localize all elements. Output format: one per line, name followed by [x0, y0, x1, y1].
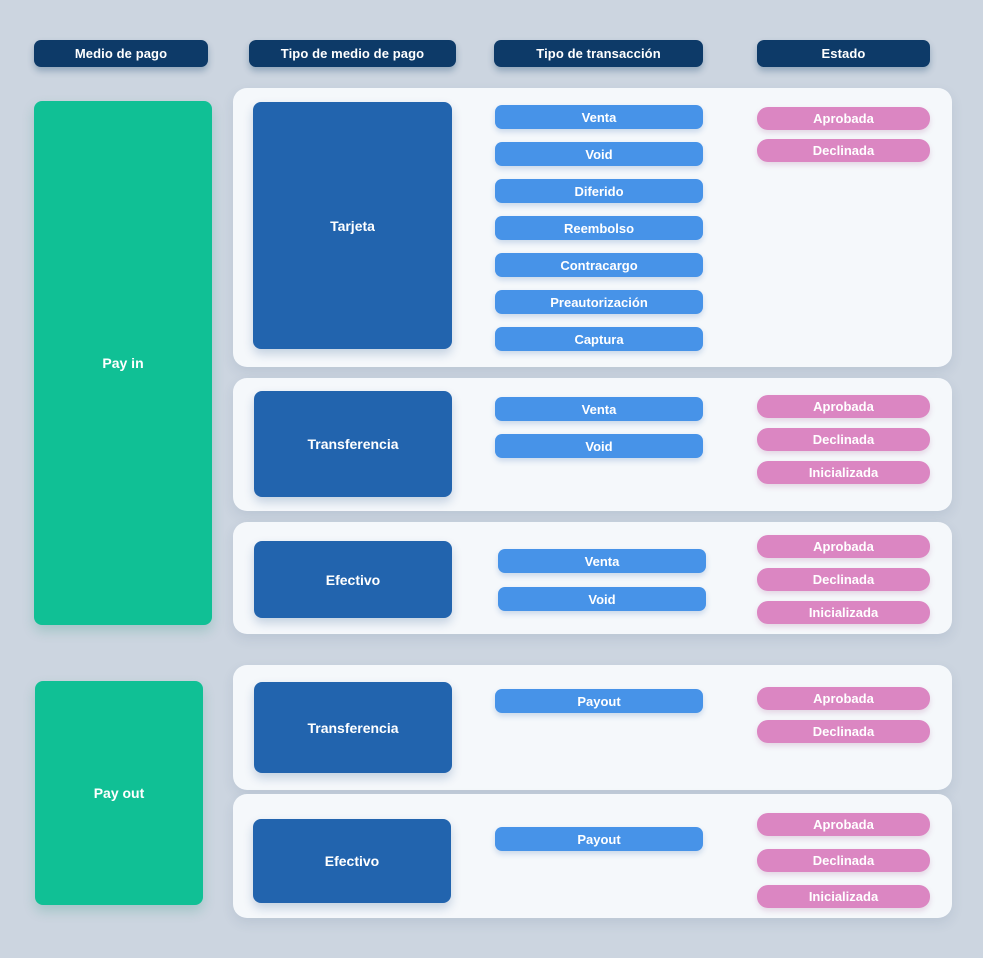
method-label: Efectivo	[324, 853, 380, 869]
transaction-pill-payout: Payout	[495, 689, 703, 713]
column-header-estado: Estado	[757, 40, 930, 67]
payout-card-efectivo: Efectivo Payout Aprobada Declinada Inici…	[233, 794, 952, 918]
payin-card-transferencia: Transferencia Venta Void Aprobada Declin…	[233, 378, 952, 511]
method-block-efectivo: Efectivo	[253, 819, 451, 903]
state-pill-inicializada: Inicializada	[757, 601, 930, 624]
method-block-transferencia: Transferencia	[254, 391, 452, 497]
state-pill-declinada: Declinada	[757, 139, 930, 162]
state-pill-aprobada: Aprobada	[757, 535, 930, 558]
transaction-pill-void: Void	[495, 142, 703, 166]
transaction-pill-payout: Payout	[495, 827, 703, 851]
method-label: Transferencia	[307, 436, 399, 452]
payin-card-tarjeta: Tarjeta Venta Void Diferido Reembolso Co…	[233, 88, 952, 367]
transaction-pill-stack: Venta Void	[495, 397, 703, 458]
column-header-tipo-de-medio-de-pago: Tipo de medio de pago	[249, 40, 456, 67]
transaction-pill-reembolso: Reembolso	[495, 216, 703, 240]
method-label: Tarjeta	[330, 217, 375, 234]
transaction-pill-void: Void	[495, 434, 703, 458]
transaction-pill-captura: Captura	[495, 327, 703, 351]
flow-block-pay-in: Pay in	[34, 101, 212, 625]
transaction-pill-venta: Venta	[498, 549, 706, 573]
transaction-pill-void: Void	[498, 587, 706, 611]
state-pill-declinada: Declinada	[757, 568, 930, 591]
transaction-pill-stack: Venta Void	[498, 549, 706, 611]
state-pill-declinada: Declinada	[757, 720, 930, 743]
transaction-pill-stack: Payout	[495, 689, 703, 713]
state-pill-stack: Aprobada Declinada	[757, 687, 930, 743]
transaction-pill-diferido: Diferido	[495, 179, 703, 203]
transaction-pill-venta: Venta	[495, 397, 703, 421]
state-pill-stack: Aprobada Declinada Inicializada	[757, 813, 930, 908]
state-pill-aprobada: Aprobada	[757, 395, 930, 418]
method-label: Efectivo	[325, 571, 381, 588]
payout-card-transferencia: Transferencia Payout Aprobada Declinada	[233, 665, 952, 790]
state-pill-inicializada: Inicializada	[757, 885, 930, 908]
flow-label-pay-in: Pay in	[102, 355, 144, 371]
state-pill-declinada: Declinada	[757, 428, 930, 451]
transaction-pill-venta: Venta	[495, 105, 703, 129]
transaction-pill-contracargo: Contracargo	[495, 253, 703, 277]
state-pill-inicializada: Inicializada	[757, 461, 930, 484]
state-pill-stack: Aprobada Declinada	[757, 107, 930, 162]
transaction-pill-stack: Venta Void Diferido Reembolso Contracarg…	[495, 105, 703, 351]
method-block-tarjeta: Tarjeta	[253, 102, 452, 349]
payin-card-efectivo: Efectivo Venta Void Aprobada Declinada I…	[233, 522, 952, 634]
state-pill-declinada: Declinada	[757, 849, 930, 872]
column-header-tipo-de-transaccion: Tipo de transacción	[494, 40, 703, 67]
method-label: Transferencia	[307, 719, 399, 736]
state-pill-aprobada: Aprobada	[757, 813, 930, 836]
state-pill-aprobada: Aprobada	[757, 107, 930, 130]
state-pill-stack: Aprobada Declinada Inicializada	[757, 395, 930, 484]
transaction-pill-preautorizacion: Preautorización	[495, 290, 703, 314]
method-block-transferencia: Transferencia	[254, 682, 452, 773]
flow-label-pay-out: Pay out	[93, 785, 145, 801]
column-header-medio-de-pago: Medio de pago	[34, 40, 208, 67]
method-block-efectivo: Efectivo	[254, 541, 452, 618]
state-pill-aprobada: Aprobada	[757, 687, 930, 710]
transaction-pill-stack: Payout	[495, 827, 703, 851]
flow-block-pay-out: Pay out	[35, 681, 203, 905]
state-pill-stack: Aprobada Declinada Inicializada	[757, 535, 930, 624]
